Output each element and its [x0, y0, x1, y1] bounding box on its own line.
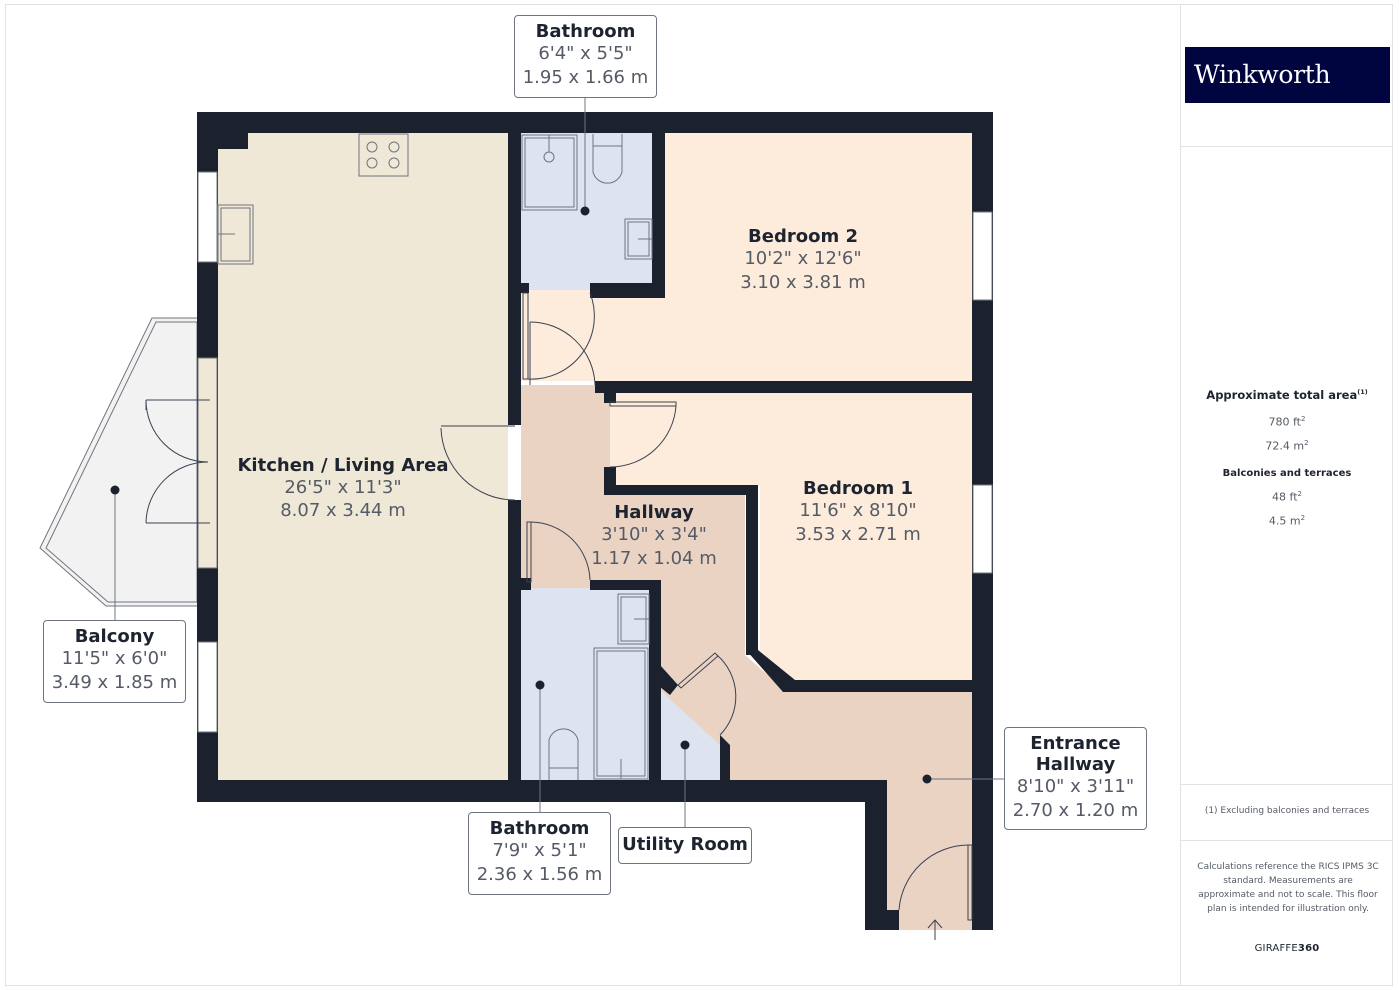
room-label-kitchen: Kitchen / Living Area 26'5" x 11'3" 8.07…: [218, 455, 468, 523]
total-area-ft-value: 780 ft: [1268, 415, 1301, 429]
bedroom1-floor: [610, 393, 972, 680]
callout-bathroom-bottom: Bathroom 7'9" x 5'1" 2.36 x 1.56 m: [468, 812, 611, 895]
room-name: Bedroom 2: [748, 226, 858, 247]
room-label-bedroom-2: Bedroom 2 10'2" x 12'6" 3.10 x 3.81 m: [703, 226, 903, 295]
total-area-m-value: 72.4 m: [1265, 439, 1305, 453]
windows: [197, 171, 993, 733]
bedroom2-floor: [521, 133, 972, 381]
logo-section: Winkworth: [1181, 4, 1393, 147]
brand-prefix: GIRAFFE: [1254, 943, 1298, 954]
giraffe360-brand: GIRAFFE360: [1181, 943, 1393, 954]
doors: [145, 292, 973, 940]
squared-marker: 2: [1304, 438, 1309, 447]
room-dimensions-metric: 2.36 x 1.56 m: [476, 864, 603, 885]
total-area-title-text: Approximate total area: [1206, 388, 1358, 402]
balconies-area-ft: 48 ft2: [1181, 484, 1393, 508]
disclaimer-text: Calculations reference the RICS IPMS 3C …: [1197, 862, 1379, 914]
room-name: Bedroom 1: [803, 478, 913, 499]
floor-plan: Kitchen / Living Area 26'5" x 11'3" 8.07…: [39, 15, 1147, 940]
room-dimensions-metric: 2.70 x 1.20 m: [1012, 800, 1139, 821]
room-name: Balcony: [74, 626, 155, 647]
room-name: Bathroom: [489, 818, 590, 839]
shower-icon: [521, 134, 578, 211]
squared-marker: 2: [1297, 490, 1302, 499]
room-dimensions-metric: 1.95 x 1.66 m: [522, 67, 649, 88]
room-label-bedroom-1: Bedroom 1 11'6" x 8'10" 3.53 x 2.71 m: [758, 478, 958, 547]
room-dimensions-metric: 8.07 x 3.44 m: [280, 500, 406, 521]
room-markers: [110, 206, 932, 784]
balconies-ft-value: 48 ft: [1272, 490, 1298, 504]
room-dimensions-metric: 3.53 x 2.71 m: [795, 524, 921, 545]
squared-marker: 2: [1300, 513, 1306, 522]
squared-marker: 2: [1301, 415, 1306, 423]
room-dimensions-metric: 3.10 x 3.81 m: [740, 272, 866, 293]
page-frame: [5, 4, 1393, 986]
hallway-floor: [521, 385, 972, 930]
room-dimensions-imperial: 8'10" x 3'11": [1016, 776, 1135, 797]
room-name: Kitchen / Living Area: [237, 455, 449, 476]
room-dimensions-imperial: 3'10" x 3'4": [601, 524, 707, 545]
room-dimensions-imperial: 11'6" x 8'10": [799, 500, 917, 521]
total-area-m: 72.4 m2: [1181, 433, 1393, 457]
callout-balcony: Balcony 11'5" x 6'0" 3.49 x 1.85 m: [43, 620, 186, 703]
callout-entrance-hallway: Entrance Hallway 8'10" x 3'11" 2.70 x 1.…: [1004, 727, 1147, 830]
total-area-ft: 780 ft2: [1181, 409, 1393, 433]
toilet-icon: [592, 134, 623, 184]
room-name-line2: Hallway: [1035, 754, 1116, 775]
room-dimensions-imperial: 11'5" x 6'0": [61, 648, 168, 669]
room-dimensions-imperial: 10'2" x 12'6": [744, 248, 862, 269]
room-label-hallway: Hallway 3'10" x 3'4" 1.17 x 1.04 m: [574, 502, 734, 571]
balconies-m-value: 4.5 m: [1268, 514, 1301, 528]
area-summary: Approximate total area(1) 780 ft2 72.4 m…: [1181, 388, 1393, 532]
basin-icon: [624, 218, 653, 260]
bath-icon: [593, 647, 649, 780]
sink-icon: [217, 204, 254, 265]
room-dimensions-metric: 1.17 x 1.04 m: [591, 548, 717, 569]
floor-plan-drawing: [39, 97, 1004, 940]
utility-floor: [660, 690, 720, 780]
room-dimensions-imperial: 7'9" x 5'1": [492, 840, 587, 861]
balcony-area: [39, 317, 201, 607]
room-name-line1: Entrance: [1030, 733, 1121, 754]
footnote-marker: (1): [1357, 388, 1368, 397]
balconies-title: Balconies and terraces: [1222, 468, 1352, 480]
room-dimensions-metric: 3.49 x 1.85 m: [51, 672, 178, 693]
balconies-area-m: 4.5 m2: [1181, 508, 1393, 532]
total-area-title: Approximate total area(1): [1181, 388, 1393, 402]
info-sidebar: Winkworth Approximate total area(1) 780 …: [1180, 4, 1393, 986]
brand-suffix: 360: [1297, 943, 1320, 954]
callout-utility-room: Utility Room: [618, 827, 752, 864]
room-name: Hallway: [614, 502, 694, 523]
room-dimensions-imperial: 26'5" x 11'3": [284, 477, 402, 498]
hob-icon: [358, 133, 409, 177]
callout-bathroom-top: Bathroom 6'4" x 5'5" 1.95 x 1.66 m: [514, 15, 657, 98]
leader-lines: [114, 97, 1004, 827]
basin-bottom-icon: [617, 593, 650, 645]
room-dimensions-imperial: 6'4" x 5'5": [538, 43, 633, 64]
room-name: Utility Room: [622, 834, 748, 855]
winkworth-logo: Winkworth: [1185, 47, 1390, 103]
room-name: Bathroom: [535, 21, 636, 42]
kitchen-floor: [218, 133, 508, 780]
footnote-text: (1) Excluding balconies and terraces: [1204, 806, 1370, 816]
footnote-section: (1) Excluding balconies and terraces: [1181, 784, 1393, 841]
toilet-bottom-icon: [548, 728, 579, 780]
